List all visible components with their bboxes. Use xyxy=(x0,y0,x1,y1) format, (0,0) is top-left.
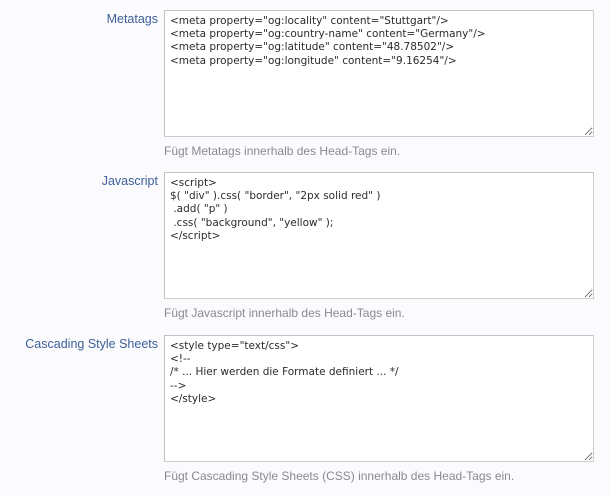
field-label-css: Cascading Style Sheets xyxy=(25,337,158,351)
css-textarea[interactable] xyxy=(164,335,594,462)
field-control-metatags xyxy=(164,10,594,137)
field-help-javascript: Fügt Javascript innerhalb des Head-Tags … xyxy=(164,306,405,320)
field-label-javascript: Javascript xyxy=(101,174,158,188)
field-control-javascript xyxy=(164,172,594,299)
field-help-css: Fügt Cascading Style Sheets (CSS) innerh… xyxy=(164,469,515,483)
field-control-css xyxy=(164,335,594,462)
metatags-textarea[interactable] xyxy=(164,10,594,137)
field-help-metatags: Fügt Metatags innerhalb des Head-Tags ei… xyxy=(164,144,401,158)
javascript-textarea[interactable] xyxy=(164,172,594,299)
field-label-metatags: Metatags xyxy=(106,12,158,26)
